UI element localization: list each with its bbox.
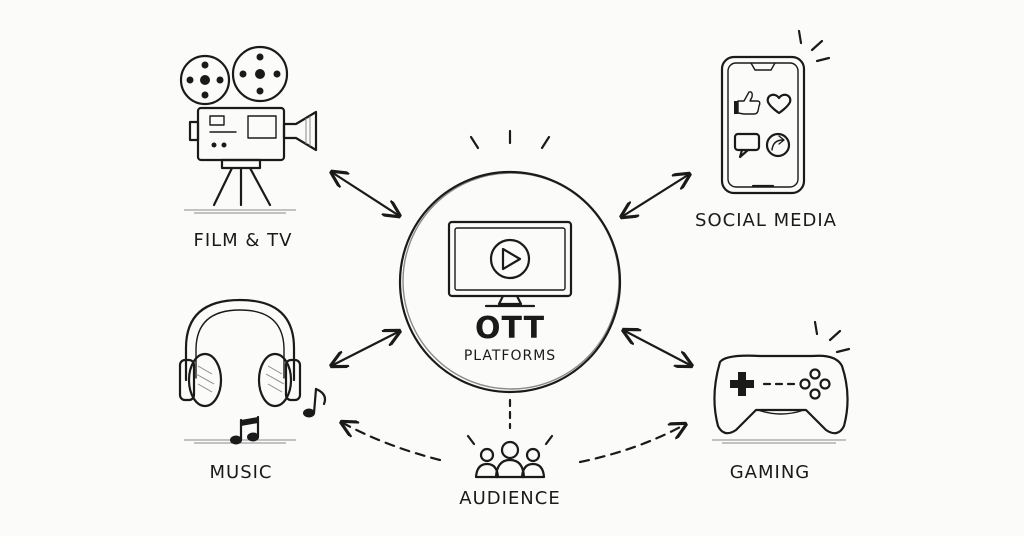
arrow-social-media bbox=[623, 175, 688, 216]
label-social-media: SOCIAL MEDIA bbox=[695, 210, 837, 231]
node-audience: AUDIENCE bbox=[459, 434, 560, 509]
thumbs-up-icon bbox=[734, 91, 761, 115]
connectors bbox=[333, 173, 690, 464]
share-icon bbox=[765, 132, 791, 158]
gamepad-icon bbox=[712, 320, 851, 444]
arrow-film-tv bbox=[333, 173, 398, 215]
node-gaming: GAMING bbox=[712, 320, 851, 483]
label-audience: AUDIENCE bbox=[459, 488, 560, 509]
label-music: MUSIC bbox=[209, 462, 272, 483]
center-sparkle-icon bbox=[469, 129, 551, 150]
center-circle bbox=[398, 170, 622, 394]
arrow-audience-music bbox=[343, 423, 442, 462]
tv-play-icon bbox=[447, 220, 573, 308]
node-social-media: SOCIAL MEDIA bbox=[695, 29, 837, 231]
people-group-icon bbox=[466, 434, 554, 479]
center-hub: OTT PLATFORMS bbox=[398, 129, 622, 394]
heart-icon bbox=[766, 93, 792, 115]
node-film-tv: FILM & TV bbox=[179, 45, 318, 251]
center-subtitle: PLATFORMS bbox=[464, 348, 556, 364]
arrow-gaming bbox=[625, 331, 690, 365]
film-camera-icon bbox=[179, 45, 318, 214]
label-gaming: GAMING bbox=[730, 462, 811, 483]
comment-icon bbox=[733, 132, 761, 159]
arrow-audience-gaming bbox=[578, 425, 684, 464]
node-music: MUSIC bbox=[178, 298, 327, 483]
smartphone-icon bbox=[720, 29, 831, 195]
center-title: OTT bbox=[475, 311, 545, 346]
music-notes-icon bbox=[230, 387, 327, 445]
label-film-tv: FILM & TV bbox=[193, 230, 292, 251]
arrow-music bbox=[333, 332, 398, 365]
